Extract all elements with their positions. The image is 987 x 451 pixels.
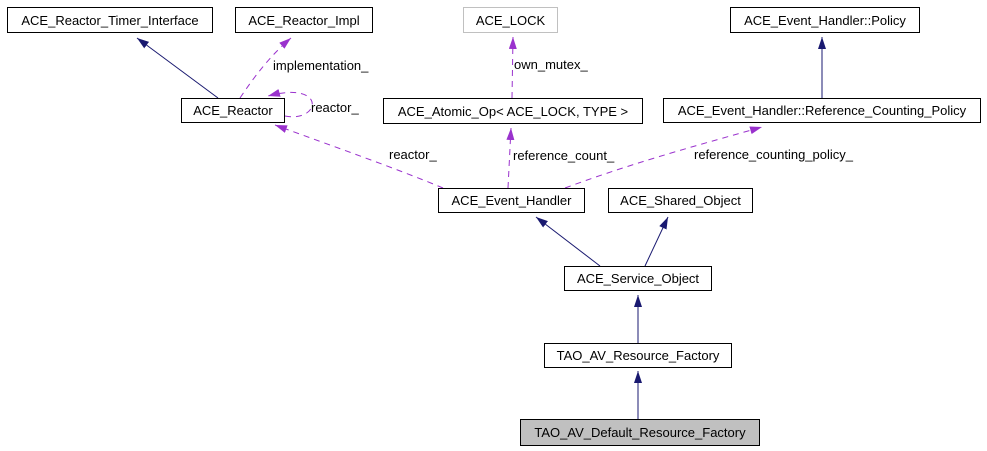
node-ace-service-object[interactable]: ACE_Service_Object: [564, 266, 712, 291]
edge-label-reference-count: reference_count_: [513, 148, 615, 163]
node-ace-event-handler-policy[interactable]: ACE_Event_Handler::Policy: [730, 7, 920, 33]
node-tao-av-resource-factory[interactable]: TAO_AV_Resource_Factory: [544, 343, 732, 368]
node-ace-event-handler[interactable]: ACE_Event_Handler: [438, 188, 585, 213]
edge-label-reactor-self: reactor_: [311, 100, 359, 115]
edge-service-object-to-shared-object: [644, 216, 669, 267]
inheritance-edges: [136, 37, 826, 419]
node-ace-reactor-impl[interactable]: ACE_Reactor_Impl: [235, 7, 373, 33]
edge-reactor-self-loop: [267, 89, 313, 118]
edge-label-reference-counting-policy: reference_counting_policy_: [694, 147, 853, 162]
node-ace-lock: ACE_LOCK: [463, 7, 558, 33]
node-ace-event-handler-reference-counting-policy[interactable]: ACE_Event_Handler::Reference_Counting_Po…: [663, 98, 981, 123]
edge-atomic-op-to-ace-lock: [508, 36, 517, 99]
node-ace-atomic-op[interactable]: ACE_Atomic_Op< ACE_LOCK, TYPE >: [383, 98, 643, 124]
edge-service-object-to-event-handler: [535, 216, 601, 267]
usage-edges: [239, 36, 763, 189]
edge-label-implementation: implementation_: [273, 58, 369, 73]
edge-reactor-to-timer-interface: [136, 37, 219, 99]
node-ace-reactor[interactable]: ACE_Reactor: [181, 98, 285, 123]
edge-event-handler-to-atomic-op: [506, 127, 515, 189]
edge-label-reactor: reactor_: [389, 147, 437, 162]
node-ace-shared-object[interactable]: ACE_Shared_Object: [608, 188, 753, 213]
edge-label-own-mutex: own_mutex_: [514, 57, 588, 72]
node-tao-av-default-resource-factory: TAO_AV_Default_Resource_Factory: [520, 419, 760, 446]
node-ace-reactor-timer-interface[interactable]: ACE_Reactor_Timer_Interface: [7, 7, 213, 33]
edge-event-handler-to-ref-counting-policy: [564, 126, 763, 189]
edge-event-handler-to-reactor: [274, 124, 444, 189]
